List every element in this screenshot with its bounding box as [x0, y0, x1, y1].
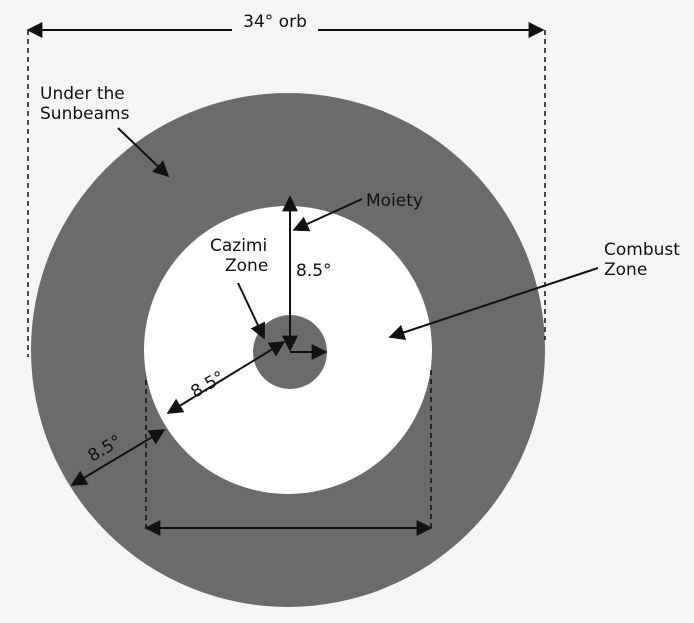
- cazimi-zone-pointer: [237, 282, 266, 340]
- orb-label: 34° orb: [243, 12, 307, 32]
- cazimi-zone-label-line-1: Cazimi: [210, 236, 267, 256]
- under-sunbeams-pointer: [117, 127, 170, 178]
- cazimi-zone-label-line-2: Zone: [225, 256, 268, 276]
- combust-zone-pointer: [388, 267, 599, 341]
- moiety-value-label: 8.5°: [296, 261, 332, 281]
- cazimi-zone-label: Cazimi Zone: [210, 236, 273, 276]
- moiety-label: Moiety: [366, 191, 423, 211]
- combust-zone-label-line-1: Combust: [604, 240, 680, 260]
- under-sunbeams-label-line-1: Under the: [40, 84, 125, 104]
- combust-width-arrow: [166, 341, 286, 414]
- sunbeams-width-arrow: [70, 429, 166, 486]
- under-sunbeams-label: Under the Sunbeams: [40, 84, 130, 124]
- under-sunbeams-label-line-2: Sunbeams: [40, 104, 130, 124]
- moiety-pointer: [292, 198, 363, 232]
- combust-zone-label-line-2: Zone: [604, 260, 647, 280]
- combust-zone-label: Combust Zone: [604, 240, 685, 280]
